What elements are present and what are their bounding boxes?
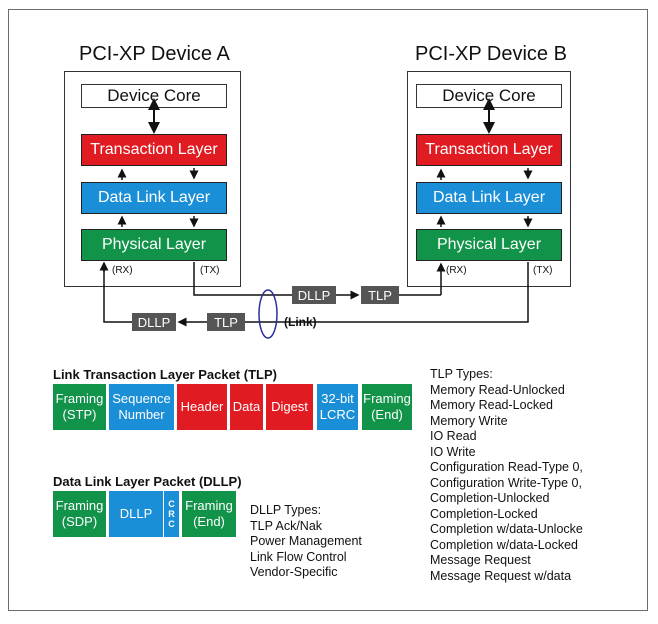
dllp-field-dllp: DLLP xyxy=(108,490,164,538)
tlp-field-header: Header xyxy=(176,383,228,431)
device-b-tx-label: (TX) xyxy=(533,265,553,276)
tlp-field-digest: Digest xyxy=(265,383,314,431)
tlp-type-item: IO Write xyxy=(430,444,476,459)
tlp-field-framing: Framing(End) xyxy=(361,383,413,431)
tlp-type-item: Completion-Locked xyxy=(430,506,538,521)
link-bottom-dllp-tag: DLLP xyxy=(132,313,176,331)
dllp-types-title: DLLP Types: xyxy=(250,503,322,517)
tlp-type-item: Message Request xyxy=(430,553,531,567)
device-b-rx-label: (RX) xyxy=(446,265,467,276)
tlp-type-item: Message Request w/data xyxy=(430,568,572,583)
tlp-field-framing: Framing(STP) xyxy=(52,383,107,431)
tlp-types-title: TLP Types: xyxy=(430,367,493,381)
link-bottom-tlp-tag: TLP xyxy=(207,313,245,331)
dllp-field-framing: Framing(SDP) xyxy=(52,490,107,538)
dllp-packet-title: Data Link Layer Packet (DLLP) xyxy=(53,474,242,489)
tlp-packet-title: Link Transaction Layer Packet (TLP) xyxy=(53,367,277,382)
device-b-title: PCI-XP Device B xyxy=(415,43,567,65)
tlp-field-data: Data xyxy=(229,383,264,431)
tlp-type-item: Memory Write xyxy=(430,413,508,428)
device-b-data-link-layer: Data Link Layer xyxy=(416,182,562,214)
tlp-type-item: Memory Read-Unlocked xyxy=(430,382,565,397)
tlp-type-item: Completion-Unlocked xyxy=(430,491,550,505)
tlp-types-list: TLP Types: Memory Read-Unlocked Memory R… xyxy=(430,367,583,584)
device-a-rx-label: (RX) xyxy=(112,265,133,276)
tlp-type-item: Configuration Write-Type 0, xyxy=(430,475,582,490)
link-top-dllp-tag: DLLP xyxy=(292,286,336,304)
dllp-types-list: DLLP Types: TLP Ack/Nak Power Management… xyxy=(250,503,362,581)
device-b-physical-layer: Physical Layer xyxy=(416,229,562,261)
tlp-type-item: Memory Read-Locked xyxy=(430,398,553,412)
dllp-type-item: Link Flow Control xyxy=(250,549,347,564)
device-a-transaction-layer: Transaction Layer xyxy=(81,134,227,166)
device-a-title: PCI-XP Device A xyxy=(79,43,230,65)
dllp-type-item: Power Management xyxy=(250,534,362,548)
link-top-tlp-tag: TLP xyxy=(361,286,399,304)
tlp-type-item: Completion w/data-Locked xyxy=(430,537,578,552)
device-a-data-link-layer: Data Link Layer xyxy=(81,182,227,214)
dllp-field-framing: Framing(End) xyxy=(181,490,237,538)
device-a-tx-label: (TX) xyxy=(200,265,220,276)
device-b-transaction-layer: Transaction Layer xyxy=(416,134,562,166)
dllp-type-item: Vendor-Specific xyxy=(250,565,338,579)
tlp-type-item: Configuration Read-Type 0, xyxy=(430,460,583,474)
tlp-type-item: Completion w/data-Unlocke xyxy=(430,522,583,536)
tlp-type-item: IO Read xyxy=(430,429,477,443)
dllp-type-item: TLP Ack/Nak xyxy=(250,518,323,533)
device-a-core: Device Core xyxy=(81,84,227,108)
device-a-physical-layer: Physical Layer xyxy=(81,229,227,261)
